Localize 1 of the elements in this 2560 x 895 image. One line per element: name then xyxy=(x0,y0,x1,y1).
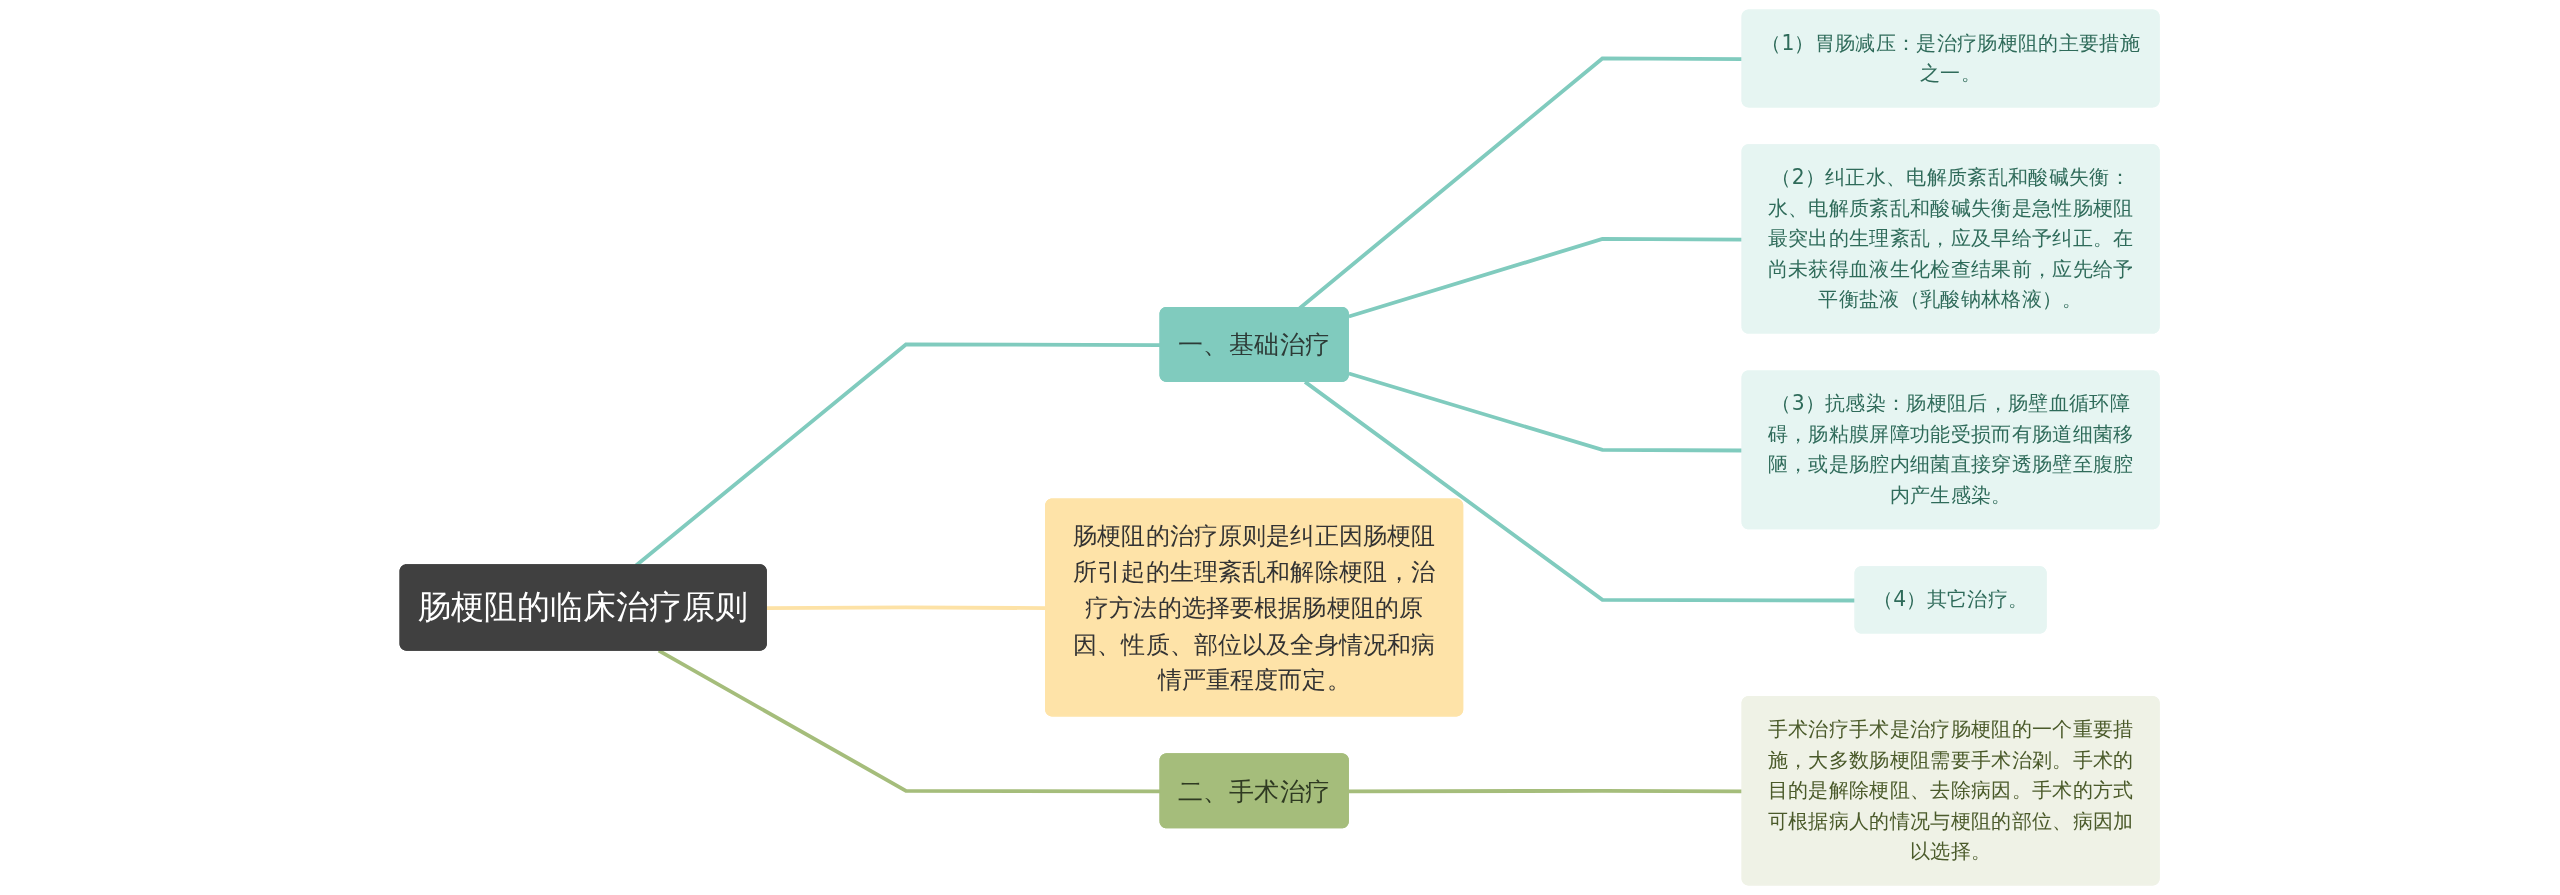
connector xyxy=(767,605,1047,610)
